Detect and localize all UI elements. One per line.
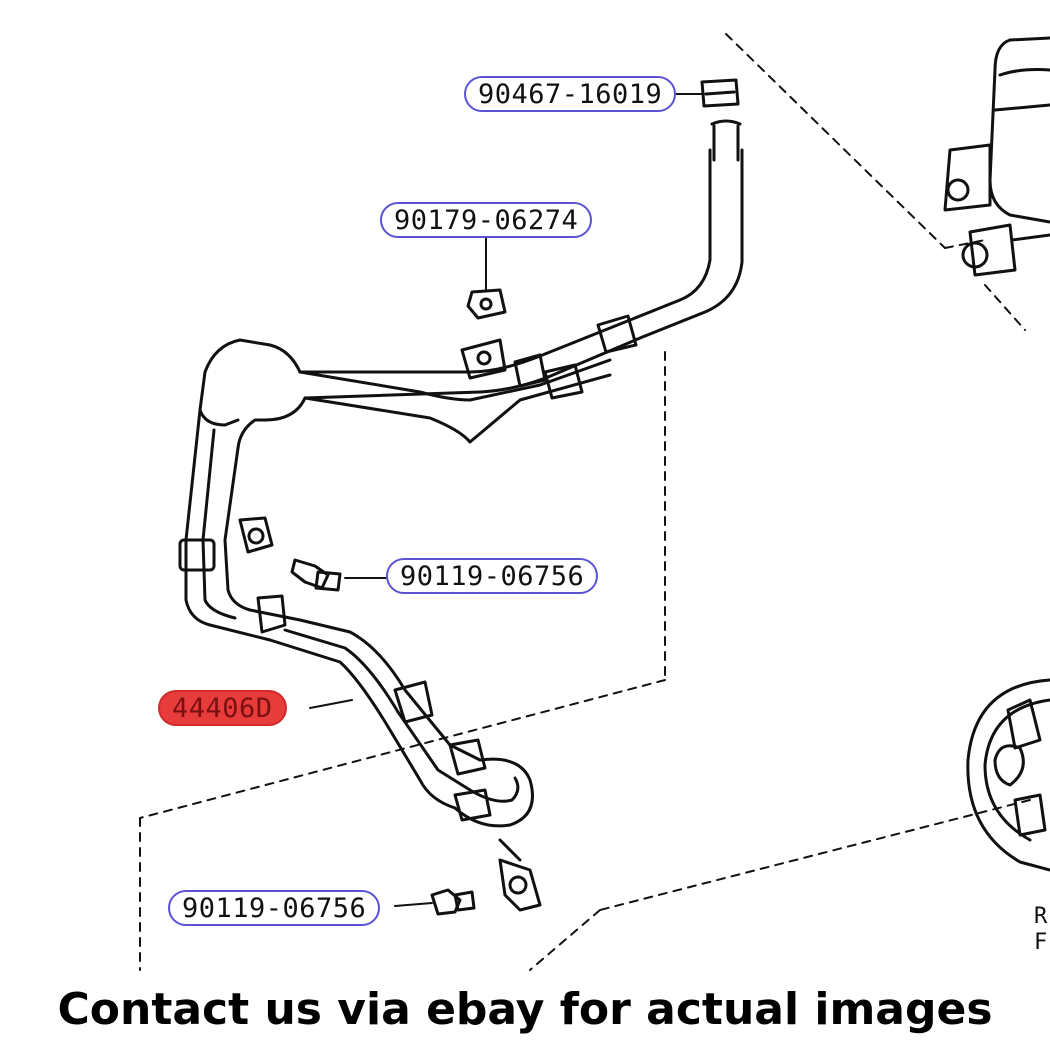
reference-dashed-lines [139,33,1031,971]
reservoir-tank [943,36,1050,277]
contact-notice: Contact us via ebay for actual images [57,984,993,1035]
part-label-90119-06756-lower[interactable]: 90119-06756 [168,890,381,926]
part-label-44406d[interactable]: 44406D [158,690,287,726]
part-label-90179-06274[interactable]: 90179-06274 [380,202,593,238]
cropped-edge-text-1: R [1034,904,1048,929]
fasteners [290,78,740,916]
part-label-90119-06756-upper[interactable]: 90119-06756 [386,558,599,594]
pump-pulley [966,678,1050,872]
hose-clamps [178,314,638,822]
pressure-hose-outline [184,119,744,912]
leader-lines [309,93,703,907]
cropped-edge-text-2: F [1034,930,1048,955]
part-label-90467-16019[interactable]: 90467-16019 [464,76,677,112]
parts-diagram [139,33,1050,971]
